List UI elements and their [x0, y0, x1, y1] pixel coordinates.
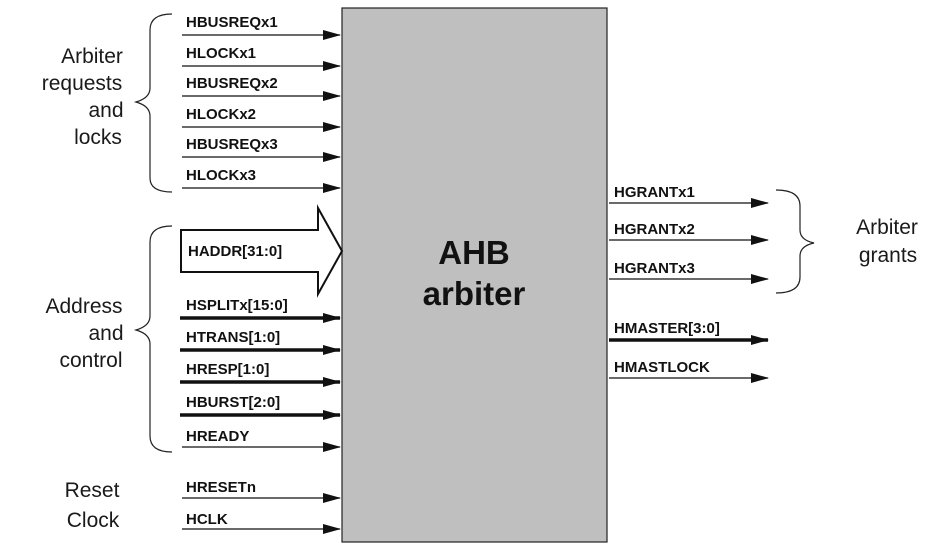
requests-group-line4: locks [74, 126, 122, 149]
hresetn-label: HRESETn [186, 479, 256, 496]
control-group-line2: and [88, 322, 123, 345]
hlockx3-label: HLOCKx3 [186, 167, 256, 184]
requests-brace [133, 13, 173, 193]
hready-label: HREADY [186, 428, 249, 445]
hresp-label: HRESP[1:0] [186, 361, 269, 378]
arbiter-block [341, 7, 608, 543]
hlockx1-label: HLOCKx1 [186, 45, 256, 62]
hgrantx2-label: HGRANTx2 [614, 221, 695, 238]
hlockx2-label: HLOCKx2 [186, 106, 256, 123]
output-signals: HGRANTx1 HGRANTx2 HGRANTx3 HMASTER[3:0] … [609, 184, 769, 383]
control-group-line1: Address [45, 295, 122, 318]
hsplitx-label: HSPLITx[15:0] [186, 297, 288, 314]
control-group-line3: control [59, 349, 122, 372]
hburst-label: HBURST[2:0] [186, 394, 280, 411]
htrans-label: HTRANS[1:0] [186, 329, 280, 346]
block-title-line2: arbiter [423, 275, 526, 312]
control-signals: HSPLITx[15:0] HTRANS[1:0] HRESP[1:0] HBU… [180, 297, 341, 452]
haddr-bus-arrow [180, 204, 344, 298]
grants-group-line1: Arbiter [856, 216, 918, 239]
grants-brace [775, 189, 815, 294]
requests-group-line1: Arbiter [61, 45, 123, 68]
requests-group-line3: and [88, 99, 123, 122]
hgrantx3-label: HGRANTx3 [614, 260, 695, 277]
hgrantx1-label: HGRANTx1 [614, 184, 695, 201]
request-signals: HBUSREQx1 HLOCKx1 HBUSREQx2 HLOCKx2 HBUS… [182, 14, 341, 193]
requests-group-line2: requests [42, 72, 123, 95]
hbusreqx1-label: HBUSREQx1 [186, 14, 278, 31]
block-title-line1: AHB [438, 234, 510, 271]
clock-label: Clock [67, 509, 120, 532]
grants-group-line2: grants [859, 244, 917, 267]
address-control-brace [133, 225, 173, 453]
hmastlock-label: HMASTLOCK [614, 359, 710, 376]
hclk-label: HCLK [186, 511, 228, 528]
reset-label: Reset [65, 479, 120, 502]
hmaster-label: HMASTER[3:0] [614, 320, 720, 337]
hbusreqx2-label: HBUSREQx2 [186, 75, 278, 92]
hbusreqx3-label: HBUSREQx3 [186, 136, 278, 153]
haddr-label: HADDR[31:0] [188, 243, 282, 260]
